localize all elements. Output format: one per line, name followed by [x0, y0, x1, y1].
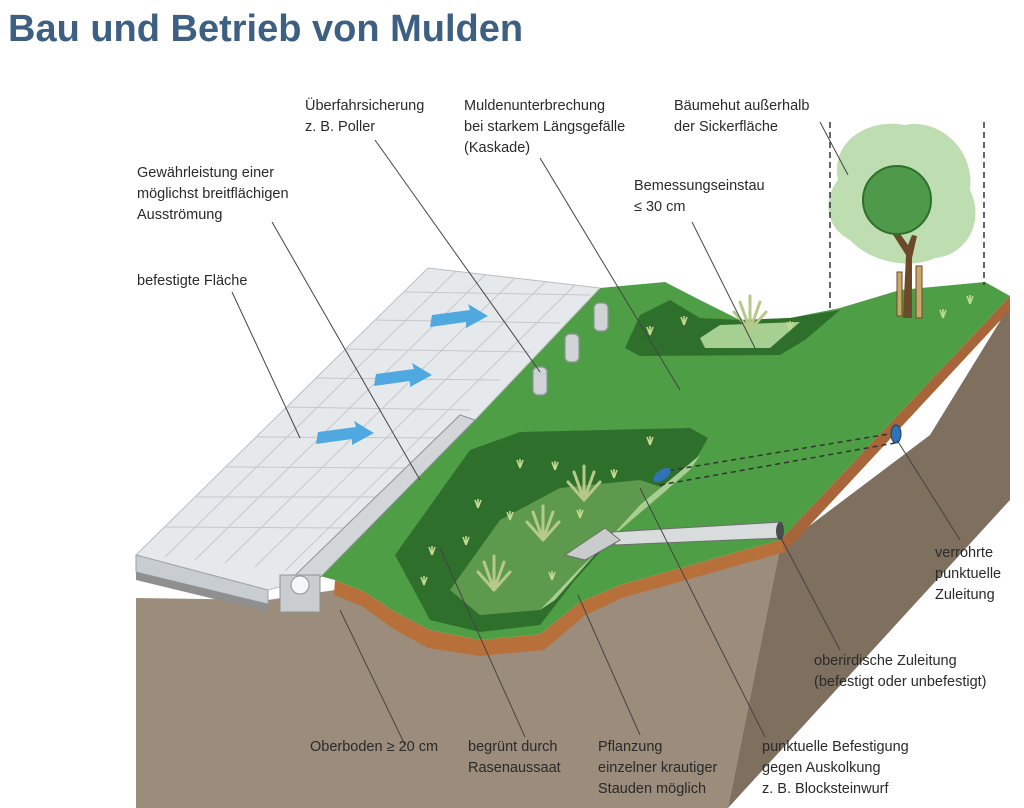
plant-icon [732, 294, 768, 332]
soil-side-face [728, 305, 1010, 808]
label-pflanzung: Pflanzung einzelner krautiger Stauden mö… [598, 737, 717, 800]
bollard [564, 333, 580, 363]
piped-inflow-outlet [653, 467, 671, 483]
tree-trunk [890, 228, 917, 318]
plant-icon [566, 464, 602, 502]
label-bemessungseinstau: Bemessungseinstau ≤ 30 cm [634, 176, 765, 218]
tree-stake-back [896, 271, 903, 317]
label-line: Rasenaussaat [468, 760, 561, 776]
lower-swale-bank [540, 455, 700, 610]
bollard [593, 302, 609, 332]
label-line: bei starkem Längsgefälle [464, 119, 626, 135]
rock-riprap [563, 527, 621, 561]
label-line: Pflanzung [598, 739, 663, 755]
inflow-pipe-end [776, 522, 784, 540]
bollards [532, 302, 609, 396]
lower-swale-floor [450, 480, 670, 615]
topsoil-side-band [780, 296, 1010, 552]
label-line: Muldenunterbrechung [464, 98, 606, 114]
label-baeumehut: Bäumehut außerhalb der Sickerfläche [674, 96, 809, 138]
tree-crown [862, 165, 932, 235]
label-line: oberirdische Zuleitung [814, 653, 957, 669]
soil-front-face [136, 548, 780, 808]
label-line: Überfahrsicherung [305, 98, 425, 114]
label-line: der Sickerfläche [674, 119, 778, 135]
tree-stake [915, 265, 923, 319]
flow-arrow-icon [430, 304, 488, 328]
upper-swale-bank [700, 322, 800, 348]
label-line: z. B. Blocksteinwurf [762, 781, 889, 797]
drain-channel-opening [290, 575, 310, 595]
label-ueberfahrsicherung: Überfahrsicherung z. B. Poller [305, 96, 424, 138]
label-line: befestigte Fläche [137, 273, 248, 289]
label-line: Oberboden ≥ 20 cm [310, 739, 439, 755]
label-line: (Kaskade) [464, 140, 531, 156]
label-line: möglichst breitflächigen [137, 186, 289, 202]
label-line: (befestigt oder unbefestigt) [814, 674, 987, 690]
plants [476, 294, 768, 592]
label-line: einzelner krautiger [598, 760, 718, 776]
label-line: Ausströmung [137, 207, 223, 223]
flow-arrows [316, 304, 488, 445]
label-verrohrte-zuleitung: verrohrte punktuelle Zuleitung [935, 543, 1001, 606]
label-line: gegen Auskolkung [762, 760, 881, 776]
pipe-end-side [890, 424, 902, 444]
grass-tufts [420, 295, 974, 586]
label-line: Stauden möglich [598, 781, 707, 797]
label-line: z. B. Poller [305, 119, 376, 135]
piped-inflow-line [659, 432, 896, 473]
label-line: Bäumehut außerhalb [674, 98, 810, 114]
topsoil-band [334, 540, 785, 656]
label-befestigte-flaeche: befestigte Fläche [137, 271, 247, 292]
label-line: ≤ 30 cm [634, 199, 686, 215]
leader-lines [231, 121, 961, 746]
label-gewaehrleistung: Gewährleistung einer möglichst breitfläc… [137, 163, 289, 226]
plant-icon [476, 554, 512, 592]
label-line: Gewährleistung einer [137, 165, 275, 181]
label-line: punktuelle Befestigung [762, 739, 909, 755]
page-title: Bau und Betrieb von Mulden [8, 8, 524, 50]
label-oberirdische-zuleitung: oberirdische Zuleitung (befestigt oder u… [814, 651, 987, 693]
bollard [532, 366, 548, 396]
flow-arrow-icon [316, 421, 374, 445]
label-muldenunterbrechung: Muldenunterbrechung bei starkem Längsgef… [464, 96, 625, 159]
flow-arrow-icon [374, 363, 432, 387]
piped-inflow-line-lower [659, 442, 896, 486]
pavement-base [136, 572, 268, 612]
label-oberboden: Oberboden ≥ 20 cm [310, 737, 438, 758]
label-begruent: begrünt durch Rasenaussaat [468, 737, 561, 779]
label-line: punktuelle [935, 566, 1002, 582]
plant-icon [525, 504, 561, 542]
label-line: Bemessungseinstau [634, 178, 765, 194]
label-punktuelle-befestigung: punktuelle Befestigung gegen Auskolkung … [762, 737, 909, 800]
label-line: verrohrte [935, 545, 994, 561]
label-line: begrünt durch [468, 739, 558, 755]
label-line: Zuleitung [935, 587, 995, 603]
